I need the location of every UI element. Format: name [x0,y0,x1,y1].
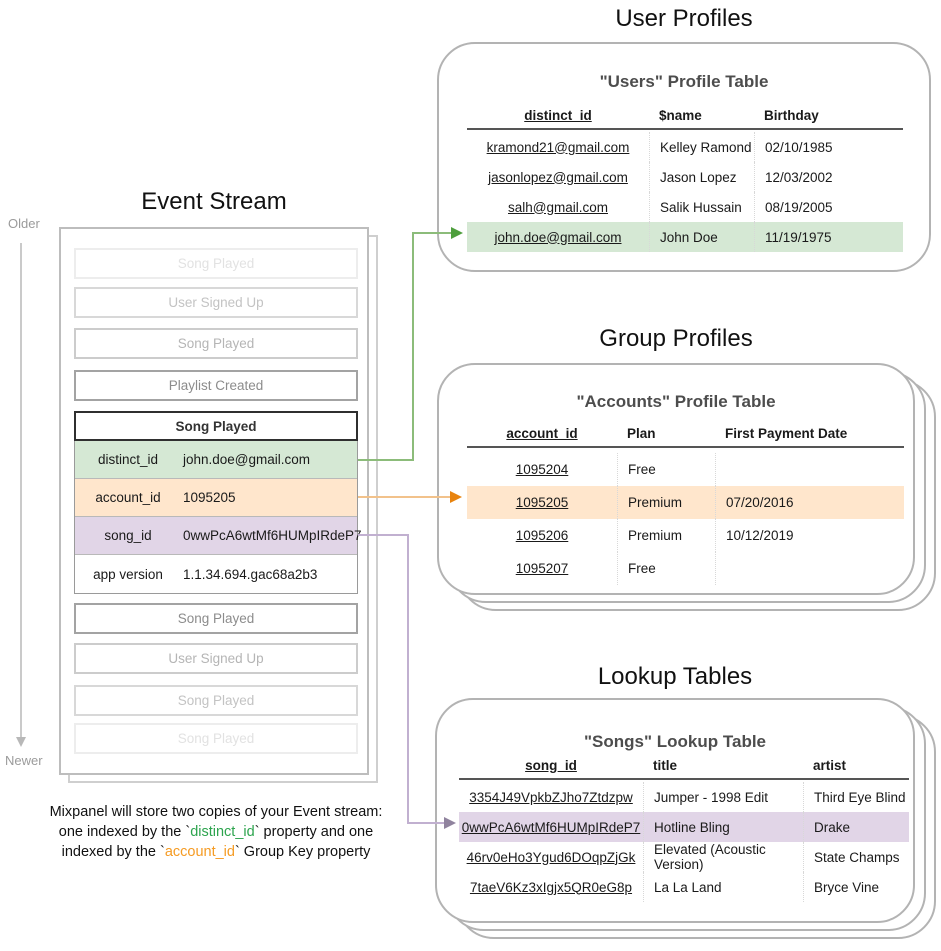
column-header: Plan [617,420,715,448]
event-item: Song Played [74,723,358,754]
property-key: account_id [95,490,161,505]
table-cell: La La Land [643,872,803,902]
column-header: account_id [467,420,617,448]
caption-text: ` property and one [254,824,374,840]
table-cell: Jason Lopez [649,162,754,192]
property-key: distinct_id [97,452,159,467]
highlighted-row-cell: Premium [617,486,715,519]
table-cell: 1095206 [515,528,569,543]
event-detail-header: Song Played [74,411,358,441]
caption-text: ` Group Key property [234,844,371,860]
lookup-tables-title: Lookup Tables [597,663,753,690]
table-cell: Free [617,552,715,585]
caption-distinct-id: distinct_id [190,824,255,840]
event-item: Song Played [74,603,358,634]
property-value: 1.1.34.694.gac68a2b3 [183,566,318,582]
caption-line: Mixpanel will store two copies of your E… [16,802,416,822]
event-detail-row-app-version: app version 1.1.34.694.gac68a2b3 [75,555,357,593]
user-profiles-title: User Profiles [615,5,753,32]
table-cell: 1095204 [515,462,569,477]
highlighted-row-cell: John Doe [649,222,754,252]
table-cell: 7taeV6Kz3xIgjx5QR0eG8p [469,879,633,895]
caption-text: Mixpanel will store two copies of your E… [49,804,383,820]
table-cell: 3354J49VpkbZJho7Ztdzpw [469,789,633,805]
column-header: title [643,752,803,780]
event-stream-title: Event Stream [141,188,287,215]
users-profile-card: "Users" Profile Table distinct_id $name … [437,42,931,272]
property-value: 1095205 [183,490,236,505]
event-item: User Signed Up [74,287,358,318]
caption: Mixpanel will store two copies of your E… [16,802,416,862]
property-key: song_id [104,528,152,543]
caption-line: one indexed by the `distinct_id` propert… [16,822,416,842]
accounts-profile-card: "Accounts" Profile Table account_id Plan… [437,363,915,595]
songs-lookup-card: "Songs" Lookup Table song_id title artis… [435,698,915,923]
table-cell: 46rv0eHo3Ygud6DOqpZjGk [466,849,636,865]
table-cell: 12/03/2002 [754,162,903,192]
timeline-arrowhead [16,737,26,747]
table-cell: Salik Hussain [649,192,754,222]
table-cell [715,453,904,486]
accounts-table-title: "Accounts" Profile Table [576,392,776,411]
column-header: artist [803,752,909,780]
table-cell: 02/10/1985 [754,132,903,162]
table-cell: Free [617,453,715,486]
event-item: Playlist Created [74,370,358,401]
property-key: app version [93,566,163,582]
table-cell: 08/19/2005 [754,192,903,222]
table-cell [715,552,904,585]
older-label: Older [8,216,40,231]
event-stream-box: Song Played User Signed Up Song Played P… [59,227,369,775]
table-cell: 1095207 [515,561,569,576]
event-item: Song Played [74,248,358,279]
event-detail-row-account-id: account_id 1095205 [75,479,357,517]
songs-table: song_id title artist 3354J49VpkbZJho7Ztd… [459,752,909,902]
group-profiles-title: Group Profiles [599,325,753,352]
users-table: distinct_id $name Birthday kramond21@gma… [467,102,903,252]
event-detail-card: Song Played distinct_id john.doe@gmail.c… [74,411,362,594]
property-value: john.doe@gmail.com [183,452,311,467]
event-detail-rows: distinct_id john.doe@gmail.com account_i… [74,441,362,594]
table-cell: Premium [617,519,715,552]
accounts-table: account_id Plan First Payment Date 10952… [467,420,904,585]
column-header: Birthday [754,102,903,130]
property-value: 0wwPcA6wtMf6HUMpIRdeP7 [183,528,362,543]
table-cell: Jumper - 1998 Edit [643,782,803,812]
caption-text: one indexed by the ` [58,824,191,840]
highlighted-row-cell: 07/20/2016 [715,486,904,519]
table-cell: Kelley Ramond [649,132,754,162]
caption-account-id: account_id [164,844,235,860]
event-detail-row-song-id: song_id 0wwPcA6wtMf6HUMpIRdeP7 [75,517,362,555]
column-header: distinct_id [467,102,649,130]
songs-table-title: "Songs" Lookup Table [583,732,767,751]
table-cell: State Champs [803,842,909,872]
column-header: First Payment Date [715,420,904,448]
table-cell: Bryce Vine [803,872,909,902]
caption-text: indexed by the ` [61,844,165,860]
highlighted-row-cell: Hotline Bling [643,812,803,842]
highlighted-row-cell: Drake [803,812,909,842]
table-cell: Elevated (Acoustic Version) [643,842,803,872]
column-header: song_id [459,752,643,780]
caption-line: indexed by the `account_id` Group Key pr… [16,842,416,862]
table-cell: jasonlopez@gmail.com [488,169,628,185]
event-item: User Signed Up [74,643,358,674]
table-cell: salh@gmail.com [508,199,608,215]
newer-label: Newer [5,753,43,768]
event-detail-row-distinct-id: distinct_id john.doe@gmail.com [75,441,357,479]
event-item: Song Played [74,685,358,716]
table-cell: kramond21@gmail.com [486,139,630,155]
column-header: $name [649,102,754,130]
highlighted-row-cell: 1095205 [467,486,617,519]
table-cell: Third Eye Blind [803,782,909,812]
highlighted-row-cell: john.doe@gmail.com [467,222,649,252]
highlighted-row-cell: 11/19/1975 [754,222,903,252]
users-table-title: "Users" Profile Table [599,72,769,91]
highlighted-row-cell: 0wwPcA6wtMf6HUMpIRdeP7 [459,812,643,842]
table-cell: 10/12/2019 [715,519,904,552]
event-item: Song Played [74,328,358,359]
